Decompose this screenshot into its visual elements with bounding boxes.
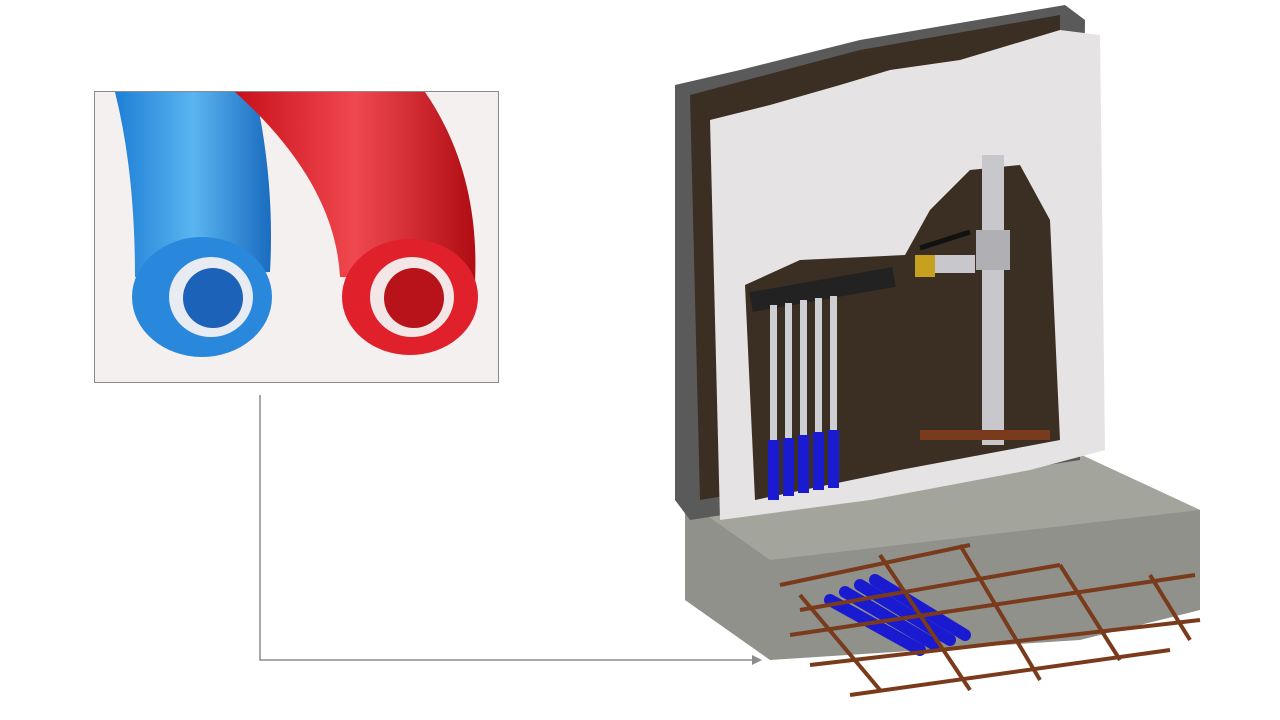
pex-pipe-photo [94, 91, 499, 383]
pex-pipes-image [95, 92, 498, 382]
manifold-cabinet-illustration [660, 0, 1220, 720]
